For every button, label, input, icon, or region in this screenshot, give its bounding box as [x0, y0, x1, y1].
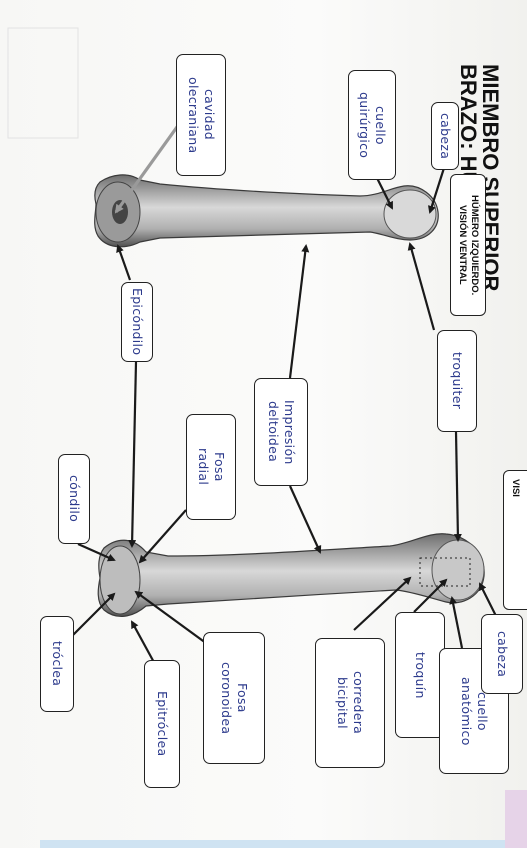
label-text: cuello quirúrgico — [357, 91, 388, 159]
pointer-arrows — [71, 119, 497, 667]
label-epicondilo: Epicóndilo — [121, 282, 153, 362]
label-text: Fosa coronoidea — [219, 661, 250, 735]
label-text: troquín — [413, 651, 428, 699]
label-text: cabeza — [438, 112, 453, 160]
label-epitroclea: Epitróclea — [144, 660, 180, 788]
label-condilo: cóndilo — [58, 454, 90, 544]
humerus-lower — [97, 533, 485, 617]
label-text: cuello anatómico — [459, 676, 490, 746]
label-text: Epicóndilo — [130, 288, 145, 356]
label-corredera-bicipital: corredera bicipital — [315, 638, 385, 768]
humerus-upper — [94, 174, 439, 248]
label-impresion-deltoidea: Impresión deltoidea — [254, 378, 308, 486]
label-fosa-radial: Fosa radial — [186, 414, 236, 520]
label-troquiter: troquiter — [437, 330, 477, 432]
label-cabeza-lower: cabeza — [481, 614, 523, 694]
label-text: cabeza — [495, 630, 510, 678]
view-subtitle: HÚMERO IZQUIERDO. VISIÓN VENTRAL — [457, 194, 480, 296]
label-cuello-quirurgico: cuello quirúrgico — [348, 70, 396, 180]
label-cavidad-olecraniana: cavidad olecraniana — [176, 54, 226, 176]
label-text: tróclea — [50, 641, 65, 687]
label-troclea: tróclea — [40, 616, 74, 712]
label-text: corredera bicipital — [335, 671, 366, 735]
second-view-box: VISI — [503, 470, 527, 610]
label-text: Fosa radial — [196, 448, 227, 486]
label-cabeza-upper: cabeza — [431, 102, 459, 170]
label-fosa-coronoidea: Fosa coronoidea — [203, 632, 265, 764]
view-subtitle-box: HÚMERO IZQUIERDO. VISIÓN VENTRAL — [450, 174, 486, 316]
label-text: Epitróclea — [155, 691, 170, 757]
second-view-label: VISI — [510, 479, 521, 497]
label-text: troquiter — [450, 352, 465, 410]
label-text: cóndilo — [67, 475, 82, 523]
label-text: cavidad olecraniana — [186, 76, 217, 154]
label-troquin: troquín — [395, 612, 445, 738]
label-text: Impresión deltoidea — [266, 399, 297, 465]
